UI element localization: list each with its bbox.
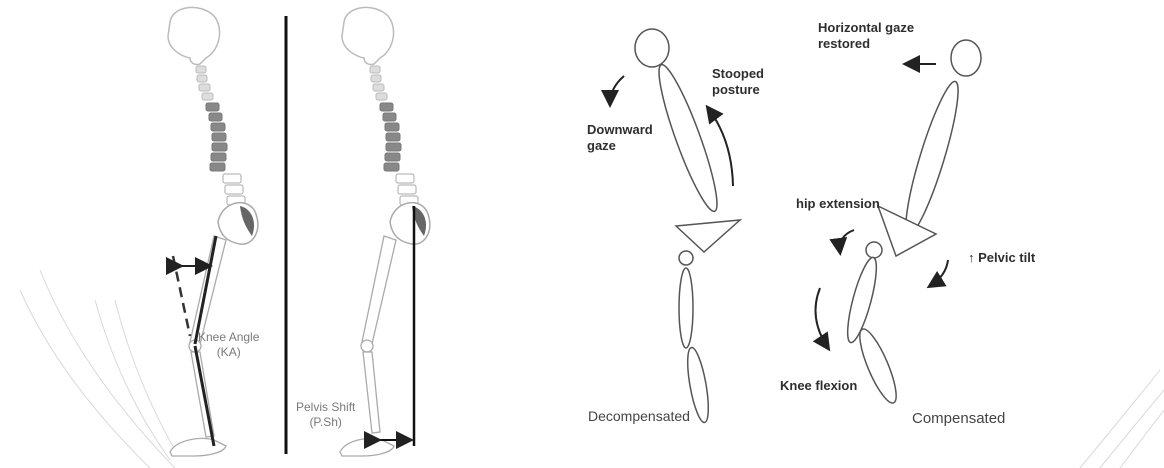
- skeleton-knee-angle: [168, 7, 258, 456]
- pelvis-shift-label: Pelvis Shift (P.Sh): [296, 400, 355, 430]
- shin: [853, 325, 903, 406]
- stooped-posture-label: Stooped posture: [712, 66, 802, 99]
- compensated-label: Compensated: [912, 410, 1005, 429]
- head: [951, 40, 981, 76]
- trunk: [897, 78, 967, 238]
- knee-angle-text: Knee Angle: [198, 330, 259, 345]
- downward-gaze-label: Downward gaze: [587, 122, 657, 155]
- background-arcs: [20, 270, 1164, 468]
- pelvis: [676, 220, 740, 252]
- pelvis-shift-text: Pelvis Shift: [296, 400, 355, 415]
- pelvis-shift-abbr: (P.Sh): [296, 415, 355, 430]
- decompensated-label: Decompensated: [588, 408, 690, 426]
- pelvic-tilt-label: ↑ Pelvic tilt: [968, 250, 1035, 266]
- hip-joint: [866, 242, 882, 258]
- head: [635, 29, 669, 67]
- knee-angle-label: Knee Angle (KA): [198, 330, 259, 360]
- compensated-figure: [842, 40, 981, 407]
- thigh: [679, 268, 693, 348]
- hip-joint: [679, 251, 693, 265]
- skeleton-pelvis-shift: [340, 7, 430, 456]
- hip-extension-label: hip extension: [796, 196, 880, 212]
- skull-icon: [342, 7, 394, 64]
- knee-flexion-label: Knee flexion: [780, 378, 857, 394]
- skull-icon: [168, 7, 220, 64]
- horizontal-gaze-label: Horizontal gaze restored: [818, 20, 948, 53]
- knee-angle-abbr: (KA): [198, 345, 259, 360]
